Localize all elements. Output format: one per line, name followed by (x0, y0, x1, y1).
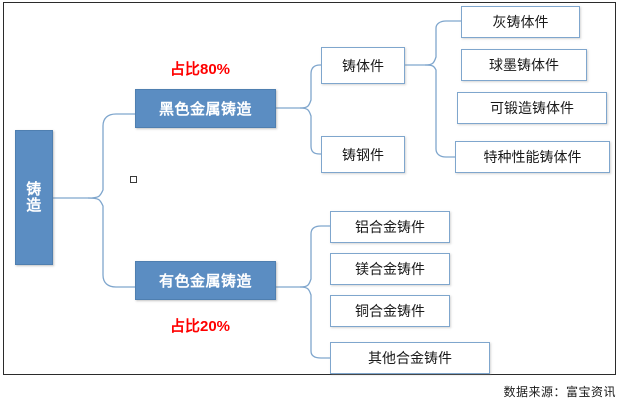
node-aluminum-alloy-casting[interactable]: 铝合金铸件 (330, 211, 450, 243)
root-char-2: 造 (26, 196, 42, 214)
share-label-ferrous: 占比80% (170, 61, 231, 78)
node-cast-iron-part-label: 铸体件 (342, 57, 384, 74)
node-copper-alloy-casting-label: 铜合金铸件 (355, 303, 425, 319)
node-cast-steel-part-label: 铸钢件 (342, 146, 384, 163)
node-ferrous-casting-label: 黑色金属铸造 (158, 101, 252, 118)
node-malleable-iron-casting[interactable]: 可锻造铸体件 (457, 92, 607, 124)
node-magnesium-alloy-casting-label: 镁合金铸件 (355, 261, 425, 277)
selection-handle-marker[interactable] (130, 176, 137, 183)
node-gray-iron-casting[interactable]: 灰铸体件 (461, 6, 580, 38)
node-root-casting[interactable]: 铸 造 (15, 130, 53, 265)
node-ductile-iron-casting-label: 球墨铸体件 (489, 57, 559, 73)
root-char-1: 铸 (26, 180, 42, 198)
node-aluminum-alloy-casting-label: 铝合金铸件 (355, 219, 425, 235)
node-cast-iron-part[interactable]: 铸体件 (321, 47, 405, 84)
node-ferrous-casting[interactable]: 黑色金属铸造 (135, 89, 276, 128)
node-cast-steel-part[interactable]: 铸钢件 (321, 136, 405, 173)
node-special-performance-casting[interactable]: 特种性能铸体件 (455, 141, 610, 173)
node-other-alloy-casting[interactable]: 其他合金铸件 (330, 342, 490, 374)
node-nonferrous-casting[interactable]: 有色金属铸造 (135, 261, 276, 300)
node-malleable-iron-casting-label: 可锻造铸体件 (490, 100, 574, 116)
node-special-performance-casting-label: 特种性能铸体件 (483, 149, 582, 165)
node-gray-iron-casting-label: 灰铸体件 (492, 14, 549, 30)
node-other-alloy-casting-label: 其他合金铸件 (368, 350, 452, 366)
node-ductile-iron-casting[interactable]: 球墨铸体件 (461, 49, 587, 81)
share-label-nonferrous: 占比20% (170, 318, 231, 335)
node-nonferrous-casting-label: 有色金属铸造 (158, 273, 252, 290)
node-copper-alloy-casting[interactable]: 铜合金铸件 (330, 295, 450, 327)
source-caption: 数据来源：富宝资讯 (503, 385, 616, 399)
node-magnesium-alloy-casting[interactable]: 镁合金铸件 (330, 253, 450, 285)
